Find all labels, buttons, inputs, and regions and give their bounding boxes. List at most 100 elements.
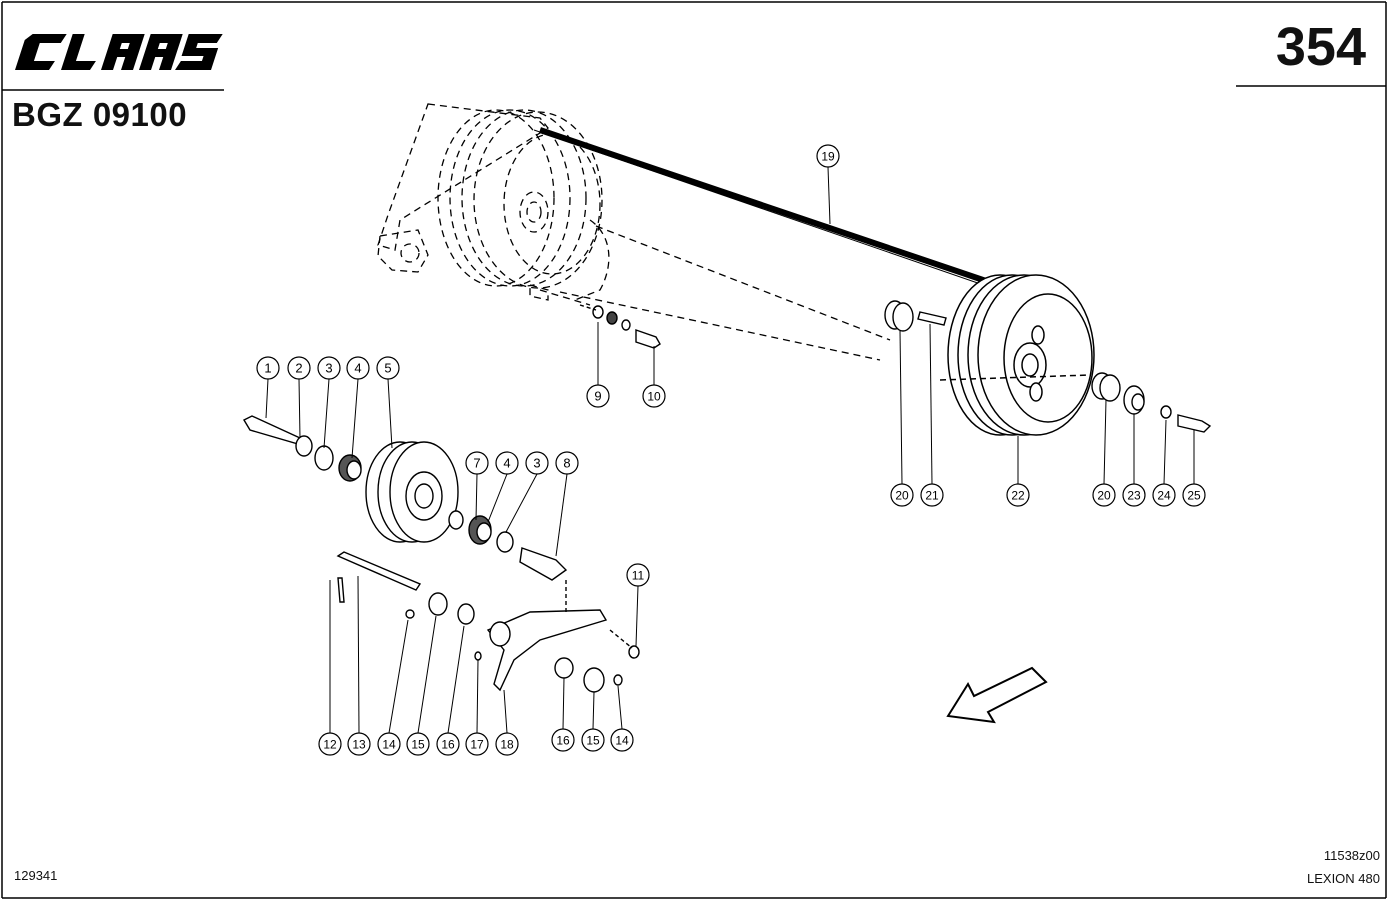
callout-number: 17 [470,738,484,752]
callout-number: 2 [295,361,302,376]
callout-leader-line [357,575,360,734]
callout-bubble [376,356,400,380]
callout-bubble [586,384,610,408]
callout-bubble [465,451,489,475]
callout-leader-line [555,473,568,557]
callout-leader-line [1103,399,1107,485]
callout-bubble [317,356,341,380]
callout-bubble [346,356,370,380]
image-number: 129341 [14,868,58,883]
callout-bubble [377,732,401,756]
callout-bubble [816,144,840,168]
callout-leader-line [265,378,269,419]
callout-bubble [318,732,342,756]
callout-leader-line [592,691,595,730]
callout-leader-line [447,625,465,734]
callout-leader-line [617,685,623,730]
callout-bubble [1152,483,1176,507]
callout-number: 7 [473,456,480,471]
callout-leader-line [827,166,831,225]
callout-bubble [1122,483,1146,507]
callout-bubble [256,356,280,380]
callout-number: 14 [615,734,629,748]
ghost-pulley-assembly [377,103,891,361]
direction-arrow [946,666,1048,724]
right-hardware [1091,372,1212,433]
page-number: 354 [1275,17,1366,77]
idler-pulley-assembly [243,415,568,581]
callout-number: 22 [1011,489,1025,503]
drawing-number: 11538z00 [1323,848,1380,863]
callout-number: 13 [352,738,366,752]
callout-number: 20 [1097,489,1111,503]
callout-bubble [525,451,549,475]
callout-number: 25 [1187,489,1201,503]
callout-number: 16 [556,734,570,748]
callout-bubble [347,732,371,756]
callout-number: 5 [384,361,391,376]
callout-number: 15 [586,734,600,748]
callout-leader-line [1163,419,1167,485]
callout-number: 23 [1127,489,1141,503]
callout-leader-line [487,473,508,523]
callout-number: 16 [441,738,455,752]
tensioner-arm-assembly [336,551,640,693]
callout-leader-line [388,619,409,734]
callout-bubble [1006,483,1030,507]
machine-model: LEXION 480 [1307,871,1380,886]
callout-bubble [642,384,666,408]
callout-number: 18 [500,738,514,752]
callout-number: 15 [411,738,425,752]
callout-leader-line [475,473,478,521]
callout-leader-line [503,689,508,734]
callout-number: 3 [533,456,540,471]
callout-number: 9 [594,389,601,404]
callout-bubble [406,732,430,756]
callout-bubble [287,356,311,380]
callout-bubble [890,483,914,507]
callout-bubble [610,728,634,752]
callout-bubble [465,732,489,756]
callout-number: 4 [354,361,361,376]
callout-leader-line [417,615,437,734]
callout-bubble [626,563,650,587]
top-hardware [579,304,661,349]
callout-bubble [1182,483,1206,507]
callout-leader-line [298,378,301,439]
callout-leader-line [899,329,903,485]
callout-leader-line [351,378,359,459]
callout-number: 8 [563,456,570,471]
callout-number: 24 [1157,489,1171,503]
callout-number: 4 [503,456,510,471]
callout-leader-line [387,378,393,449]
callout-leader-line [562,677,565,730]
callout-bubble [1092,483,1116,507]
callout-bubble [495,451,519,475]
drive-belt [533,127,1061,311]
callout-bubble [581,728,605,752]
callout-bubble [555,451,579,475]
callout-leader-line [476,659,479,734]
callout-leader-line [929,323,933,485]
callout-leader-line [505,473,538,533]
callout-bubble [920,483,944,507]
callout-leader-line [323,378,330,449]
callout-number: 21 [925,489,939,503]
callout-number: 14 [382,738,396,752]
callout-number: 19 [821,150,835,164]
callout-number: 1 [264,361,271,376]
callout-number: 11 [632,569,645,583]
callout-number: 3 [325,361,332,376]
callout-bubble [495,732,519,756]
main-pulley [939,274,1095,436]
claas-logo [15,34,223,70]
pulley-bushing-key [884,300,947,332]
callout-bubble [436,732,460,756]
callout-number: 20 [895,489,909,503]
callout-number: 12 [323,738,337,752]
document-number: BGZ 09100 [12,96,188,133]
callout-bubble [551,728,575,752]
